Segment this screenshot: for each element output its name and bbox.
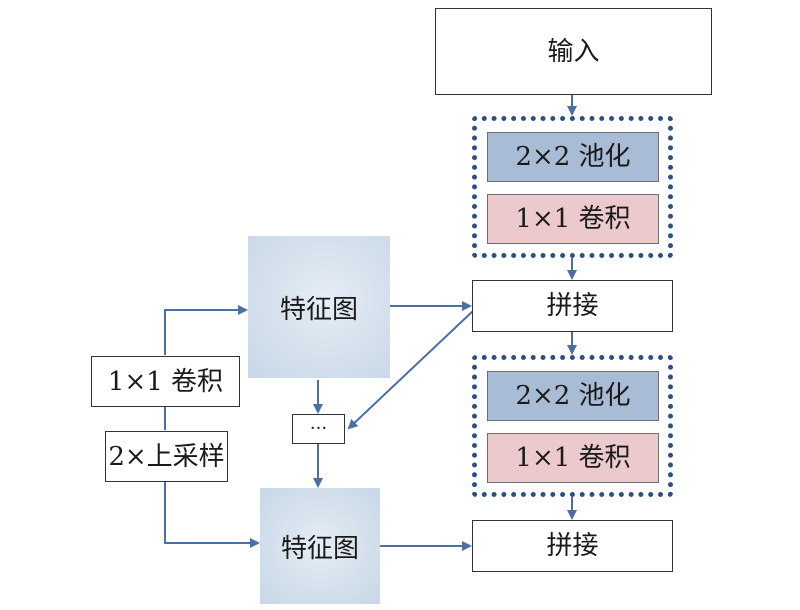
input-box: 输入 xyxy=(435,8,712,95)
side-upsample-label: 2×上采样 xyxy=(108,441,225,472)
concat-box-2: 拼接 xyxy=(472,520,673,572)
ellipsis-box: ··· xyxy=(292,414,345,444)
pool-box-2: 2×2 池化 xyxy=(487,371,659,421)
feature-map-bottom: 特征图 xyxy=(260,488,380,604)
feature-map-bottom-label: 特征图 xyxy=(280,533,359,564)
concat-label-1: 拼接 xyxy=(546,291,599,321)
feature-map-top: 特征图 xyxy=(248,236,390,378)
ellipsis-label: ··· xyxy=(309,418,328,439)
downsample-block-2 xyxy=(472,355,673,497)
arrow-side-to-feature-bottom xyxy=(164,482,260,548)
side-conv-label: 1×1 卷积 xyxy=(107,366,224,397)
conv-label-2: 1×1 卷积 xyxy=(515,443,631,473)
side-conv-box: 1×1 卷积 xyxy=(91,356,240,407)
conv-box-1: 1×1 卷积 xyxy=(487,194,659,244)
pool-box-1: 2×2 池化 xyxy=(487,132,659,182)
conv-label-1: 1×1 卷积 xyxy=(515,204,631,234)
arrow-side-to-feature-top xyxy=(164,305,248,355)
concat-box-1: 拼接 xyxy=(472,280,673,332)
pool-label-1: 2×2 池化 xyxy=(515,142,631,172)
input-label: 输入 xyxy=(547,36,600,67)
arrow-concat1-to-ellipsis xyxy=(347,309,475,430)
feature-map-top-label: 特征图 xyxy=(279,294,358,325)
side-upsample-box: 2×上采样 xyxy=(105,431,228,482)
downsample-block-1 xyxy=(472,116,673,258)
conv-box-2: 1×1 卷积 xyxy=(487,433,659,483)
pool-label-2: 2×2 池化 xyxy=(515,381,631,411)
concat-label-2: 拼接 xyxy=(546,531,599,561)
